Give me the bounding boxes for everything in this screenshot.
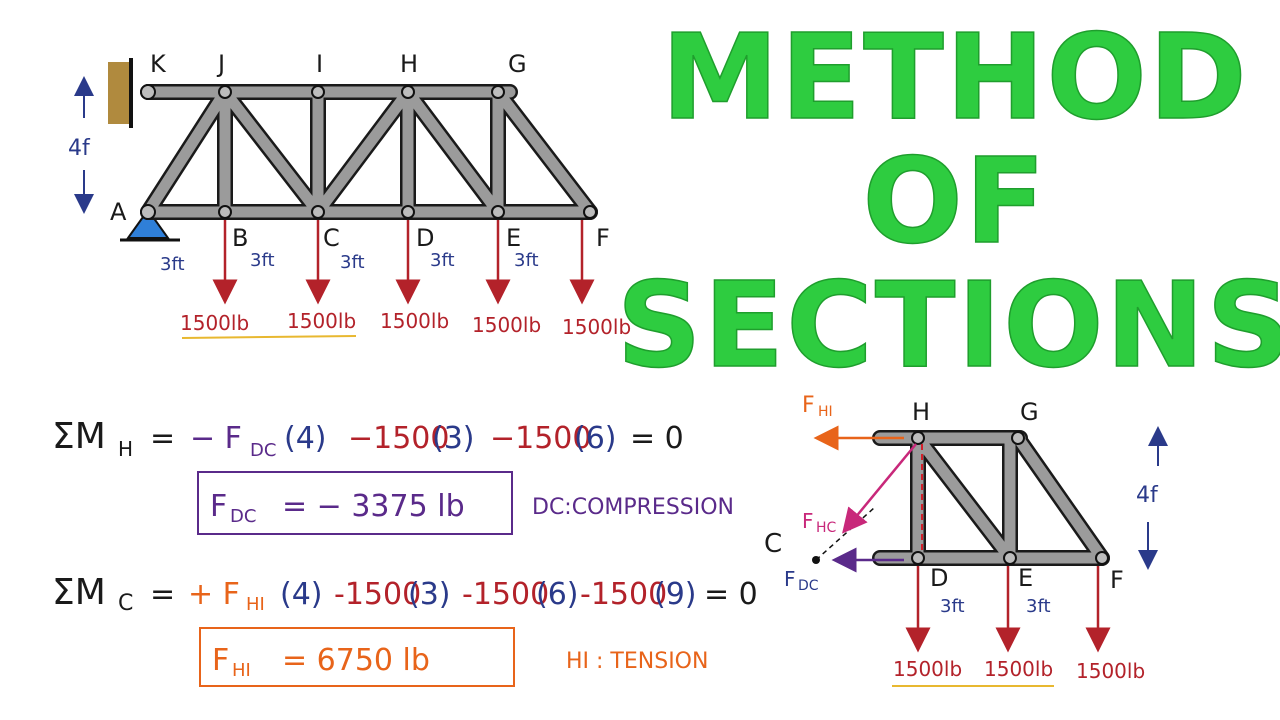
section-load-arrows bbox=[905, 566, 1111, 653]
node-label-c: C bbox=[323, 224, 340, 252]
spacing-label-bc: 3ft bbox=[250, 250, 275, 271]
section-node-g: G bbox=[1020, 398, 1039, 426]
eq2-term1-sub: HI bbox=[246, 594, 265, 615]
note-hi-tension: HI : TENSION bbox=[566, 649, 708, 674]
section-node-d: D bbox=[930, 564, 948, 592]
eq2-term2-arg: (3) bbox=[408, 577, 451, 612]
eq2-equals: = bbox=[150, 577, 175, 612]
eq2-sub-c: C bbox=[118, 591, 133, 616]
eq1-term1-sub: DC bbox=[250, 440, 276, 461]
spacing-label-de: 3ft bbox=[430, 250, 455, 271]
eq1-term2-arg: (3) bbox=[432, 421, 475, 456]
result1-label: F bbox=[210, 489, 227, 524]
spacing-label-ab: 3ft bbox=[160, 254, 185, 275]
eq2-sigma-m: ΣM bbox=[52, 572, 106, 613]
note-dc-compression: DC:COMPRESSION bbox=[532, 495, 734, 520]
force-fdc-label: F bbox=[784, 567, 796, 591]
eq1-sigma-m: ΣM bbox=[52, 416, 106, 457]
load-label-f: 1500lb bbox=[562, 315, 631, 339]
eq1-term1: − F bbox=[190, 421, 242, 456]
section-spacing-ef: 3ft bbox=[1026, 596, 1051, 617]
eq2-term1-arg: (4) bbox=[280, 577, 323, 612]
node-label-j: J bbox=[216, 50, 225, 78]
load-label-e: 1500lb bbox=[472, 313, 541, 337]
eq2-rhs: = 0 bbox=[704, 577, 758, 612]
title-line-of: OF bbox=[863, 132, 1048, 270]
section-node-h: H bbox=[912, 398, 930, 426]
section-truss: H G D E F C F HI F HC F DC 4f 3ft 3ft bbox=[764, 393, 1168, 687]
result1-label-sub: DC bbox=[230, 506, 256, 527]
section-cut-point-c: C bbox=[764, 529, 782, 559]
node-label-d: D bbox=[416, 224, 434, 252]
result2-value: = 6750 lb bbox=[282, 643, 430, 678]
section-node-e: E bbox=[1018, 564, 1033, 592]
section-load-d: 1500lb bbox=[893, 657, 962, 681]
equation-moment-h: ΣM H = − F DC (4) −1500 (3) −1500 (6) = … bbox=[52, 416, 684, 461]
wall-support-icon bbox=[108, 62, 130, 124]
force-fhc-sub: HC bbox=[816, 520, 837, 536]
node-label-i: I bbox=[316, 50, 323, 78]
node-label-b: B bbox=[232, 224, 248, 252]
node-label-a: A bbox=[110, 198, 127, 226]
load-label-b: 1500lb bbox=[180, 311, 249, 335]
equation-moment-c: ΣM C = + F HI (4) -1500 (3) -1500 (6) -1… bbox=[52, 572, 758, 616]
eq1-term3-arg: (6) bbox=[574, 421, 617, 456]
eq2-term1: + F bbox=[188, 577, 240, 612]
section-spacing-de: 3ft bbox=[940, 596, 965, 617]
result1-value: = − 3375 lb bbox=[282, 489, 465, 524]
spacing-label-cd: 3ft bbox=[340, 252, 365, 273]
result2-label-sub: HI bbox=[232, 660, 251, 681]
eq1-term1-arg: (4) bbox=[284, 421, 327, 456]
section-load-e: 1500lb bbox=[984, 657, 1053, 681]
section-node-f: F bbox=[1110, 566, 1124, 594]
title-line-method: METHOD bbox=[661, 8, 1249, 146]
eq1-equals: = bbox=[150, 421, 175, 456]
node-label-g: G bbox=[508, 50, 527, 78]
result2-label: F bbox=[212, 643, 229, 678]
pin-support-icon bbox=[126, 208, 170, 239]
section-load-f: 1500lb bbox=[1076, 659, 1145, 683]
force-fdc-sub: DC bbox=[798, 578, 819, 594]
eq2-term2: -1500 bbox=[334, 577, 421, 612]
eq1-term2: −1500 bbox=[348, 421, 449, 456]
node-label-e: E bbox=[506, 224, 521, 252]
result-box-fhi bbox=[199, 627, 515, 687]
node-label-k: K bbox=[150, 50, 167, 78]
result-box-fdc bbox=[197, 471, 513, 535]
node-label-h: H bbox=[400, 50, 418, 78]
section-height-label: 4f bbox=[1136, 483, 1159, 508]
force-fhi-label: F bbox=[802, 393, 815, 418]
load-arrows bbox=[212, 220, 595, 305]
joints bbox=[140, 84, 597, 220]
node-label-f: F bbox=[596, 224, 610, 252]
eq1-sub-h: H bbox=[118, 437, 133, 461]
eq2-term3: -1500 bbox=[462, 577, 549, 612]
load-label-c: 1500lb bbox=[287, 309, 356, 333]
title-line-sections: SECTIONS bbox=[617, 256, 1280, 394]
spacing-label-ef: 3ft bbox=[514, 250, 539, 271]
main-truss: K J I H G A B C D E F 4f 3ft 3ft 3ft 3ft… bbox=[68, 50, 631, 339]
force-fhc-label: F bbox=[802, 509, 814, 533]
height-label: 4f bbox=[68, 136, 91, 161]
eq1-rhs: = 0 bbox=[630, 421, 684, 456]
force-fhi-sub: HI bbox=[818, 404, 833, 420]
force-fhc-arrow bbox=[842, 443, 917, 534]
eq2-term4: -1500 bbox=[580, 577, 667, 612]
load-label-d: 1500lb bbox=[380, 309, 449, 333]
eq1-term3: −1500 bbox=[490, 421, 591, 456]
eq2-term3-arg: (6) bbox=[536, 577, 579, 612]
members-fill bbox=[142, 86, 596, 218]
eq2-term4-arg: (9) bbox=[654, 577, 697, 612]
section-joints bbox=[911, 431, 1109, 565]
highlight-underline bbox=[181, 335, 357, 339]
